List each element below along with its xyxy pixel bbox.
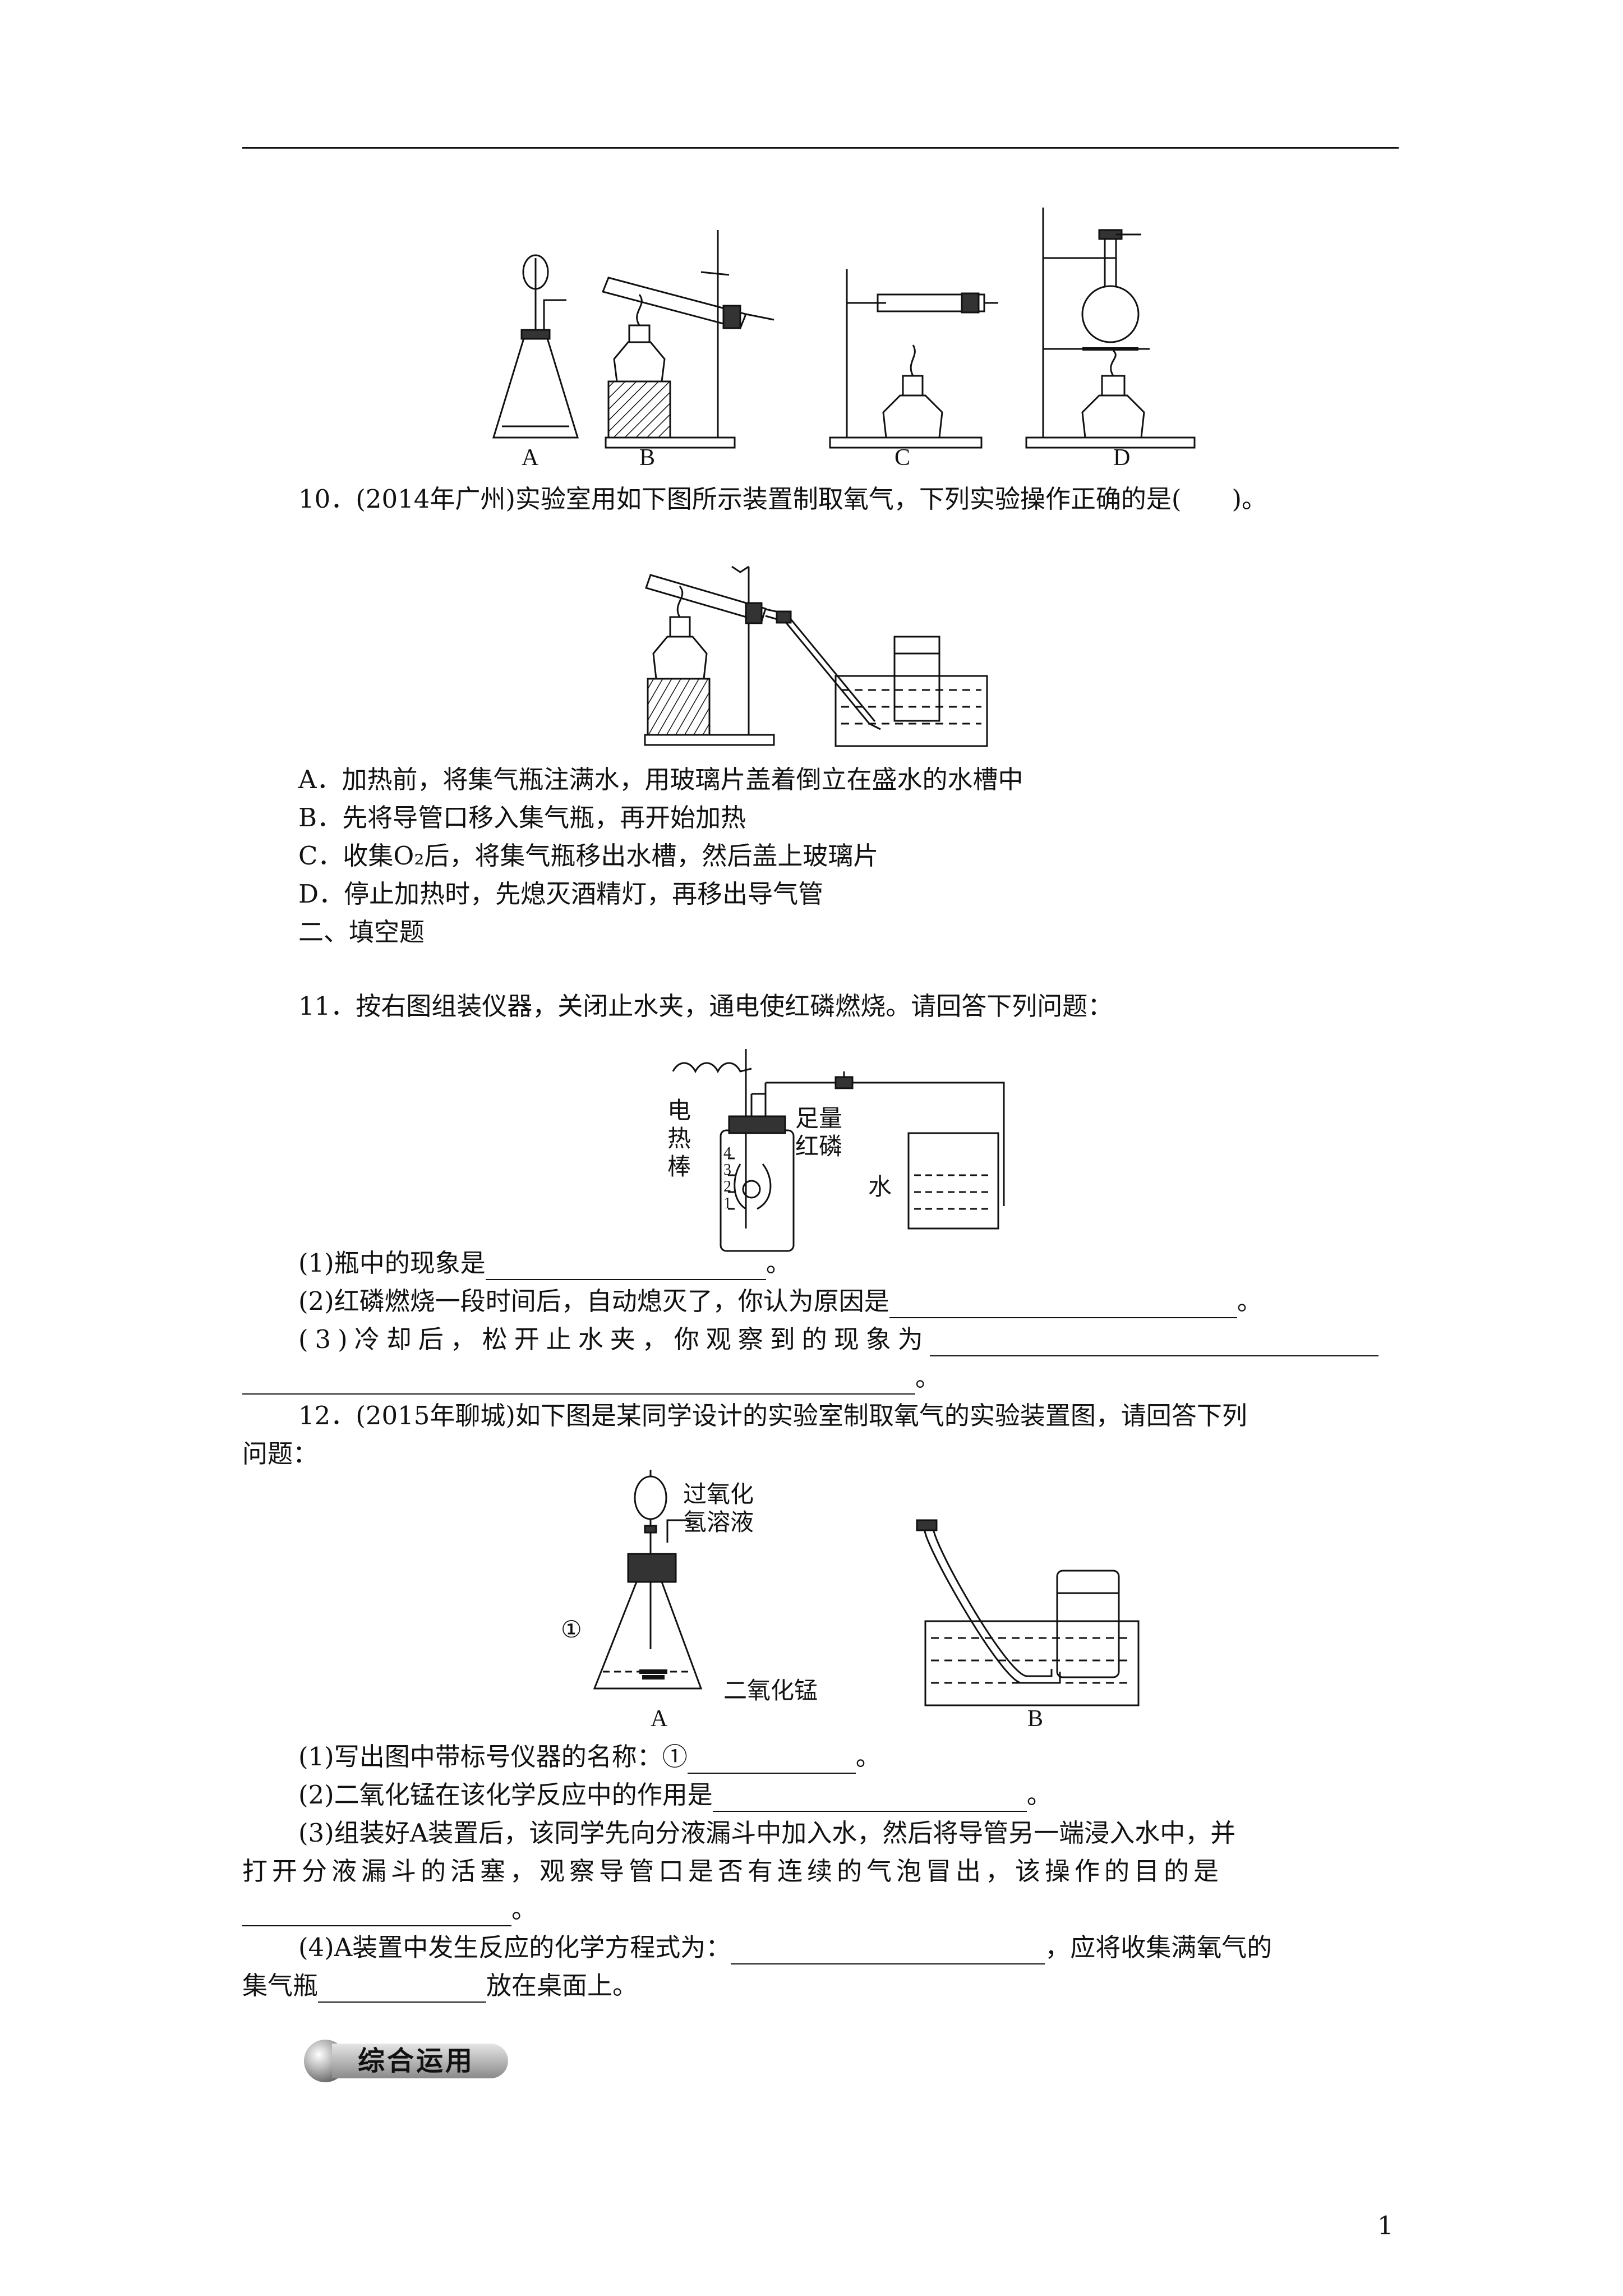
q12-sub3-blank[interactable] <box>242 1901 511 1926</box>
q12-fig-label-a: A <box>651 1706 668 1732</box>
q11-sub2-suffix: 。 <box>1237 1286 1262 1316</box>
q10-option-d: D．停止加热时，先熄灭酒精灯，再移出导气管 <box>298 879 824 909</box>
q12-h2o2-label-1: 过氧化 <box>683 1482 754 1508</box>
q12-sub3-line3: 。 <box>242 1893 537 1926</box>
q11-sub2-text: (2)红磷燃烧一段时间后，自动熄灭了，你认为原因是 <box>298 1286 889 1316</box>
q11-apparatus-figure <box>667 1038 1015 1251</box>
q12-sub4-blank-orientation[interactable] <box>318 1977 487 2003</box>
q11-sub3-text: (3)冷却后，松开止水夹，你观察到的现象为 <box>298 1324 930 1354</box>
q11-sub1-blank[interactable] <box>485 1254 766 1280</box>
q11-scale-3: 3 <box>723 1161 731 1179</box>
q12-sub4-line2-text: 集气瓶 <box>242 1971 319 2000</box>
q12-sub4-blank-equation[interactable] <box>731 1939 1045 1964</box>
q12-stem-line1: 12．(2015年聊城)如下图是某同学设计的实验室制取氧气的实验装置图，请回答下… <box>298 1401 1247 1430</box>
q10-stem: 10．(2014年广州)实验室用如下图所示装置制取氧气，下列实验操作正确的是( … <box>298 484 1267 514</box>
q12-sub4-line2: 集气瓶 放在桌面上。 <box>242 1969 638 2003</box>
apparatus-figure-abcd <box>482 191 1211 471</box>
q11-sub1-text: (1)瓶中的现象是 <box>298 1248 486 1278</box>
q11-rod-label-2: 热 <box>667 1126 691 1152</box>
q12-sub4-text: (4)A装置中发生反应的化学方程式为： <box>298 1932 731 1962</box>
q11-sub3-blank-line1[interactable] <box>929 1331 1378 1356</box>
q11-scale-2: 2 <box>723 1178 731 1195</box>
fig-label-d: D <box>1113 445 1131 471</box>
q10-option-c: C．收集O₂后，将集气瓶移出水槽，然后盖上玻璃片 <box>298 841 879 871</box>
q12-sub1: (1)写出图中带标号仪器的名称：① 。 <box>298 1740 881 1774</box>
q12-fig-label-b: B <box>1027 1706 1044 1732</box>
q12-sub2: (2)二氧化锰在该化学反应中的作用是 。 <box>298 1778 1052 1812</box>
q12-sub1-suffix: 。 <box>855 1742 881 1772</box>
q12-marker-1: ① <box>561 1617 582 1643</box>
q11-sub1-suffix: 。 <box>766 1248 791 1278</box>
q12-sub4-line1: (4)A装置中发生反应的化学方程式为： ，应将收集满氧气的 <box>298 1931 1272 1964</box>
q11-sub3-line2: 。 <box>242 1361 940 1395</box>
q12-sub1-blank[interactable] <box>687 1748 856 1774</box>
q12-sub3-line2: 打开分液漏斗的活塞，观察导管口是否有连续的气泡冒出，该操作的目的是 <box>242 1856 1224 1886</box>
q12-mno2-label: 二氧化锰 <box>723 1678 818 1704</box>
q10-option-a: A．加热前，将集气瓶注满水，用玻璃片盖着倒立在盛水的水槽中 <box>298 765 1023 794</box>
q11-stem: 11．按右图组装仪器，关闭止水夹，通电使红磷燃烧。请回答下列问题： <box>298 991 1113 1021</box>
q11-sub1: (1)瓶中的现象是 。 <box>298 1246 791 1280</box>
q11-sub3: (3)冷却后，松开止水夹，你观察到的现象为 <box>298 1323 1378 1356</box>
q11-sub2: (2)红磷燃烧一段时间后，自动熄灭了，你认为原因是 。 <box>298 1285 1262 1318</box>
q10-apparatus-figure <box>634 555 998 752</box>
q11-sub3-suffix: 。 <box>915 1363 941 1392</box>
q10-option-b: B．先将导管口移入集气瓶，再开始加热 <box>298 803 746 832</box>
q11-water-label: 水 <box>868 1175 892 1200</box>
q12-sub3-suffix: 。 <box>511 1894 537 1924</box>
q12-sub4-line2-suffix: 放在桌面上。 <box>486 1971 638 2000</box>
fig-label-b: B <box>639 445 656 471</box>
q12-apparatus-figure-a <box>589 1464 824 1705</box>
section-badge-comprehensive: 综合运用 <box>304 2040 509 2082</box>
q11-rod-label-1: 电 <box>667 1098 691 1124</box>
q12-sub3-line1: (3)组装好A装置后，该同学先向分液漏斗中加入水，然后将导管另一端浸入水中，并 <box>298 1818 1236 1848</box>
section-badge-title: 综合运用 <box>332 2044 509 2078</box>
q12-sub2-blank[interactable] <box>712 1786 1027 1812</box>
header-rule <box>242 147 1399 149</box>
q11-phosphorus-label-2: 红磷 <box>795 1134 843 1160</box>
q11-rod-label-3: 棒 <box>667 1154 691 1180</box>
q12-sub1-text: (1)写出图中带标号仪器的名称：① <box>298 1742 688 1772</box>
q11-scale-4: 4 <box>723 1144 731 1162</box>
q12-h2o2-label-2: 氢溶液 <box>683 1510 754 1536</box>
q11-sub2-blank[interactable] <box>889 1292 1237 1318</box>
q12-stem-line2: 问题： <box>242 1439 319 1469</box>
fig-label-c: C <box>895 445 911 471</box>
q11-phosphorus-label-1: 足量 <box>795 1106 843 1132</box>
q12-sub2-text: (2)二氧化锰在该化学反应中的作用是 <box>298 1780 713 1810</box>
q12-sub2-suffix: 。 <box>1026 1780 1052 1810</box>
page-number: 1 <box>1377 2211 1394 2240</box>
q11-scale-1: 1 <box>723 1195 731 1212</box>
fig-label-a: A <box>522 445 539 471</box>
q11-sub3-blank-line2[interactable] <box>242 1369 915 1395</box>
q12-apparatus-figure-b <box>914 1515 1150 1705</box>
section-title-fill-in: 二、填空题 <box>298 917 425 947</box>
q12-sub4-mid: ，应将收集满氧气的 <box>1045 1932 1272 1962</box>
